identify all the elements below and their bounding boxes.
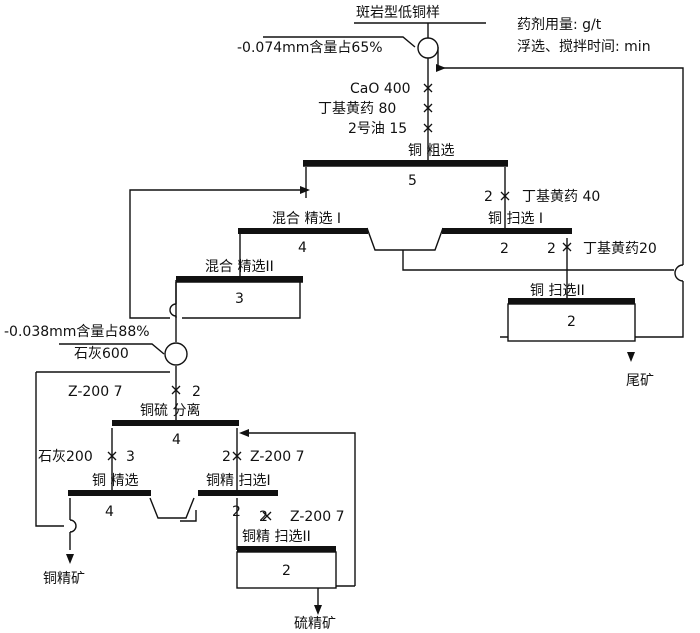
- scavenger2-reagent: 丁基黄药20: [583, 240, 657, 257]
- reagent-cao: CaO 400: [350, 81, 411, 97]
- flotation-cells: [68, 160, 636, 589]
- scavenger2-label: 铜 扫选II: [530, 283, 585, 299]
- cu-scav1-label: 铜精 扫选I: [206, 473, 271, 489]
- cleaner2-time: 3: [235, 291, 244, 307]
- cu-cleaner-label: 铜 精选: [92, 473, 138, 489]
- cu-concentrate-label: 铜精矿: [43, 571, 85, 587]
- cu-scav2-z200: Z-200 7: [290, 509, 344, 525]
- legend-time: 浮选、搅拌时间: min: [517, 39, 651, 55]
- grind-spec-2: -0.038mm含量占88%: [4, 324, 150, 340]
- scavenger1-label: 铜 扫选 I: [488, 211, 543, 227]
- separation-label: 铜硫 分离: [140, 402, 200, 419]
- lime-600: 石灰600: [74, 346, 129, 362]
- grinding-mill-2: [164, 342, 188, 366]
- scavenger2-reagent-time: 2: [547, 241, 556, 257]
- cu-clean-time-3: 3: [126, 449, 135, 465]
- cu-cleaner-time: 4: [105, 504, 114, 520]
- cu-scav1-time-2: 2: [222, 449, 231, 465]
- reagent-addition-marks: [107, 83, 572, 521]
- grind-spec-1: -0.074mm含量占65%: [237, 40, 383, 56]
- grinding-mill-1: [417, 37, 439, 59]
- separation-time: 4: [172, 432, 181, 448]
- scavenger2-time: 2: [567, 314, 576, 330]
- cu-scav2-label: 铜精 扫选II: [242, 529, 311, 545]
- rougher-label: 铜 粗选: [408, 143, 454, 159]
- scavenger1-reagent-time: 2: [484, 189, 493, 205]
- s-concentrate-label: 硫精矿: [294, 616, 336, 632]
- tailings-label: 尾矿: [626, 373, 654, 389]
- cleaner1-time: 4: [298, 240, 307, 256]
- flow-arrows: [66, 64, 635, 615]
- cleaner1-label: 混合 精选 I: [272, 211, 341, 227]
- reagent-xanthate-80: 丁基黄药 80: [318, 100, 396, 117]
- cleaner2-label: 混合 精选II: [205, 259, 274, 275]
- reagent-oil-15: 2号油 15: [348, 121, 407, 137]
- feed-label: 斑岩型低铜样: [356, 5, 440, 21]
- cu-scav1-z200: Z-200 7: [250, 449, 304, 465]
- flow-lines: [35, 22, 684, 605]
- cu-clean-lime: 石灰200: [38, 449, 93, 465]
- rougher-time: 5: [408, 173, 417, 189]
- separation-z200: Z-200 7: [68, 384, 122, 400]
- scavenger1-reagent: 丁基黄药 40: [522, 188, 600, 205]
- legend-dosage: 药剂用量: g/t: [517, 17, 602, 33]
- scavenger1-time: 2: [500, 241, 509, 257]
- cu-scav2-time: 2: [282, 563, 291, 579]
- cu-scav1-time: 2: [232, 504, 241, 520]
- separation-time-2: 2: [192, 384, 201, 400]
- cu-scav2-reagent-time: 2: [259, 509, 268, 525]
